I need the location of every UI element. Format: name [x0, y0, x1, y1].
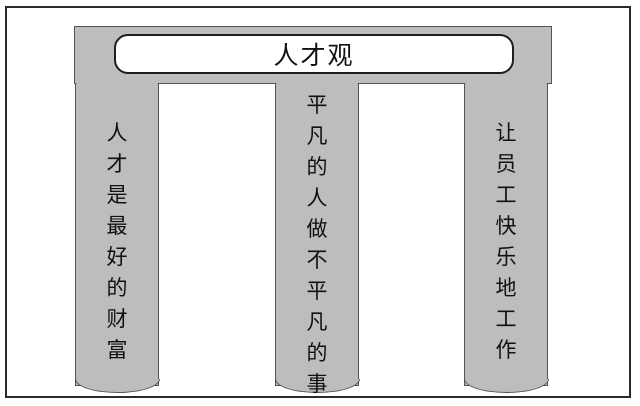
pillar-char: 做 — [306, 217, 328, 241]
pillar-right: 让员工快乐地工作 — [463, 78, 549, 393]
pillar-char: 是 — [106, 183, 128, 207]
pillar-char: 让 — [495, 121, 517, 145]
pillar-char: 工 — [495, 307, 517, 331]
pillar-char: 不 — [306, 248, 328, 272]
pillar-char: 工 — [495, 183, 517, 207]
pillar-char: 的 — [306, 155, 328, 179]
pillar-char: 财 — [106, 307, 128, 331]
pillar-char: 最 — [106, 214, 128, 238]
title-banner: 人才观 — [114, 34, 514, 74]
pillar-right-text: 让员工快乐地工作 — [465, 118, 547, 366]
pillar-char: 的 — [306, 341, 328, 365]
pillar-char: 凡 — [306, 310, 328, 334]
pillar-char: 好 — [106, 245, 128, 269]
pillar-char: 富 — [106, 338, 128, 362]
pillar-char: 地 — [495, 276, 517, 300]
pillar-left-text: 人才是最好的财富 — [76, 118, 158, 366]
pillar-char: 员 — [495, 152, 517, 176]
pillar-char: 人 — [106, 121, 128, 145]
pillar-char: 快 — [495, 214, 517, 238]
pillar-char: 作 — [495, 338, 517, 362]
pillar-char: 人 — [306, 186, 328, 210]
pillar-char: 事 — [306, 372, 328, 396]
pillar-middle-text: 平凡的人做不平凡的事 — [276, 90, 358, 400]
diagram-title: 人才观 — [273, 41, 355, 70]
pillar-char: 平 — [306, 93, 328, 117]
pillar-left: 人才是最好的财富 — [74, 78, 160, 393]
pillar-char: 的 — [106, 276, 128, 300]
pillar-char: 平 — [306, 279, 328, 303]
pillar-middle: 平凡的人做不平凡的事 — [274, 78, 360, 396]
pillar-char: 乐 — [495, 245, 517, 269]
pillar-char: 凡 — [306, 124, 328, 148]
pillar-char: 才 — [106, 152, 128, 176]
